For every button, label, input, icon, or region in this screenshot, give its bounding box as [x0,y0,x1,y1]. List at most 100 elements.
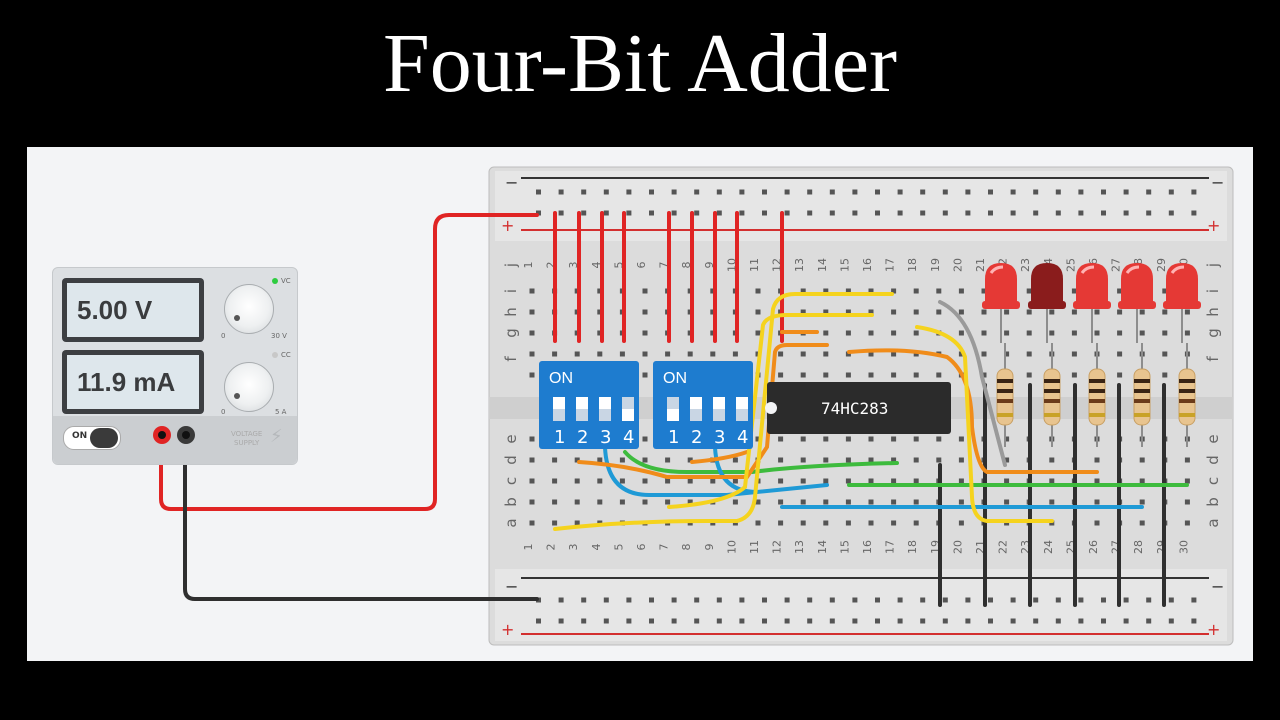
rail-hole[interactable] [1191,597,1197,603]
breadboard-hole[interactable] [868,499,874,505]
current-knob[interactable] [224,362,274,412]
breadboard-hole[interactable] [1071,330,1077,336]
breadboard-hole[interactable] [1004,478,1010,484]
rail-hole[interactable] [1168,618,1174,624]
breadboard-hole[interactable] [1026,288,1032,294]
breadboard-hole[interactable] [958,330,964,336]
rail-hole[interactable] [988,210,993,216]
rail-hole[interactable] [1146,597,1152,603]
breadboard-hole[interactable] [1004,457,1010,463]
rail-hole[interactable] [581,618,587,624]
breadboard-hole[interactable] [1184,520,1190,526]
breadboard-hole[interactable] [913,520,919,526]
rail-hole[interactable] [762,597,767,603]
rail-hole[interactable] [558,210,564,216]
breadboard-hole[interactable] [868,309,874,315]
breadboard-hole[interactable] [665,478,671,484]
dip-switch-2-toggles[interactable] [667,397,748,421]
breadboard-hole[interactable] [1117,288,1123,294]
breadboard-hole[interactable] [574,499,580,505]
breadboard-hole[interactable] [529,309,535,315]
rail-hole[interactable] [965,210,971,216]
led[interactable] [1031,263,1063,305]
breadboard-hole[interactable] [552,520,558,526]
rail-hole[interactable] [965,189,971,195]
rail-hole[interactable] [762,618,767,624]
rail-hole[interactable] [716,618,722,624]
breadboard-hole[interactable] [1049,478,1055,484]
breadboard-hole[interactable] [981,372,987,378]
breadboard-hole[interactable] [1184,478,1190,484]
breadboard-hole[interactable] [891,372,897,378]
breadboard-hole[interactable] [891,436,897,442]
rail-hole[interactable] [875,210,880,216]
breadboard-hole[interactable] [800,436,806,442]
breadboard-hole[interactable] [800,499,806,505]
breadboard-hole[interactable] [1139,457,1145,463]
breadboard-hole[interactable] [845,436,851,442]
rail-hole[interactable] [739,210,745,216]
rail-hole[interactable] [649,597,654,603]
rail-hole[interactable] [1010,210,1016,216]
breadboard-hole[interactable] [958,436,964,442]
breadboard-hole[interactable] [529,351,535,357]
breadboard-hole[interactable] [1139,478,1145,484]
rail-hole[interactable] [875,618,880,624]
breadboard-hole[interactable] [755,309,761,315]
breadboard-hole[interactable] [981,330,987,336]
rail-hole[interactable] [852,618,858,624]
rail-hole[interactable] [581,189,587,195]
rail-hole[interactable] [694,618,700,624]
rail-hole[interactable] [536,189,541,195]
breadboard-hole[interactable] [1049,309,1055,315]
positive-terminal[interactable] [153,426,171,444]
breadboard-hole[interactable] [1162,372,1168,378]
breadboard-hole[interactable] [936,436,942,442]
breadboard-hole[interactable] [913,330,919,336]
breadboard-hole[interactable] [1071,372,1077,378]
rail-hole[interactable] [626,189,632,195]
breadboard-hole[interactable] [800,372,806,378]
breadboard-hole[interactable] [958,457,964,463]
breadboard-hole[interactable] [936,288,942,294]
breadboard-hole[interactable] [1117,330,1123,336]
rail-hole[interactable] [784,618,790,624]
rail-hole[interactable] [581,210,587,216]
breadboard-hole[interactable] [642,436,648,442]
rail-hole[interactable] [1033,189,1039,195]
power-switch-knob[interactable] [90,428,118,448]
rail-hole[interactable] [1191,189,1197,195]
rail-hole[interactable] [942,618,948,624]
breadboard-hole[interactable] [868,520,874,526]
breadboard-hole[interactable] [687,499,693,505]
breadboard-hole[interactable] [529,288,535,294]
breadboard-hole[interactable] [778,520,784,526]
breadboard-hole[interactable] [619,457,625,463]
breadboard-hole[interactable] [891,330,897,336]
breadboard-hole[interactable] [800,351,806,357]
breadboard-hole[interactable] [1139,309,1145,315]
breadboard-hole[interactable] [823,372,829,378]
breadboard-hole[interactable] [800,457,806,463]
breadboard-hole[interactable] [574,478,580,484]
breadboard-hole[interactable] [1139,330,1145,336]
breadboard-hole[interactable] [687,478,693,484]
rail-hole[interactable] [1168,210,1174,216]
rail-hole[interactable] [784,189,790,195]
breadboard-hole[interactable] [597,288,603,294]
breadboard-hole[interactable] [597,330,603,336]
breadboard-hole[interactable] [1071,351,1077,357]
breadboard-hole[interactable] [778,478,784,484]
breadboard-hole[interactable] [845,351,851,357]
breadboard-hole[interactable] [913,351,919,357]
breadboard-hole[interactable] [868,372,874,378]
rail-hole[interactable] [920,618,926,624]
breadboard-hole[interactable] [913,372,919,378]
breadboard-hole[interactable] [755,288,761,294]
led[interactable] [1121,263,1153,305]
rail-hole[interactable] [603,597,609,603]
breadboard-hole[interactable] [642,288,648,294]
rail-hole[interactable] [603,189,609,195]
rail-hole[interactable] [965,597,971,603]
breadboard-hole[interactable] [665,457,671,463]
